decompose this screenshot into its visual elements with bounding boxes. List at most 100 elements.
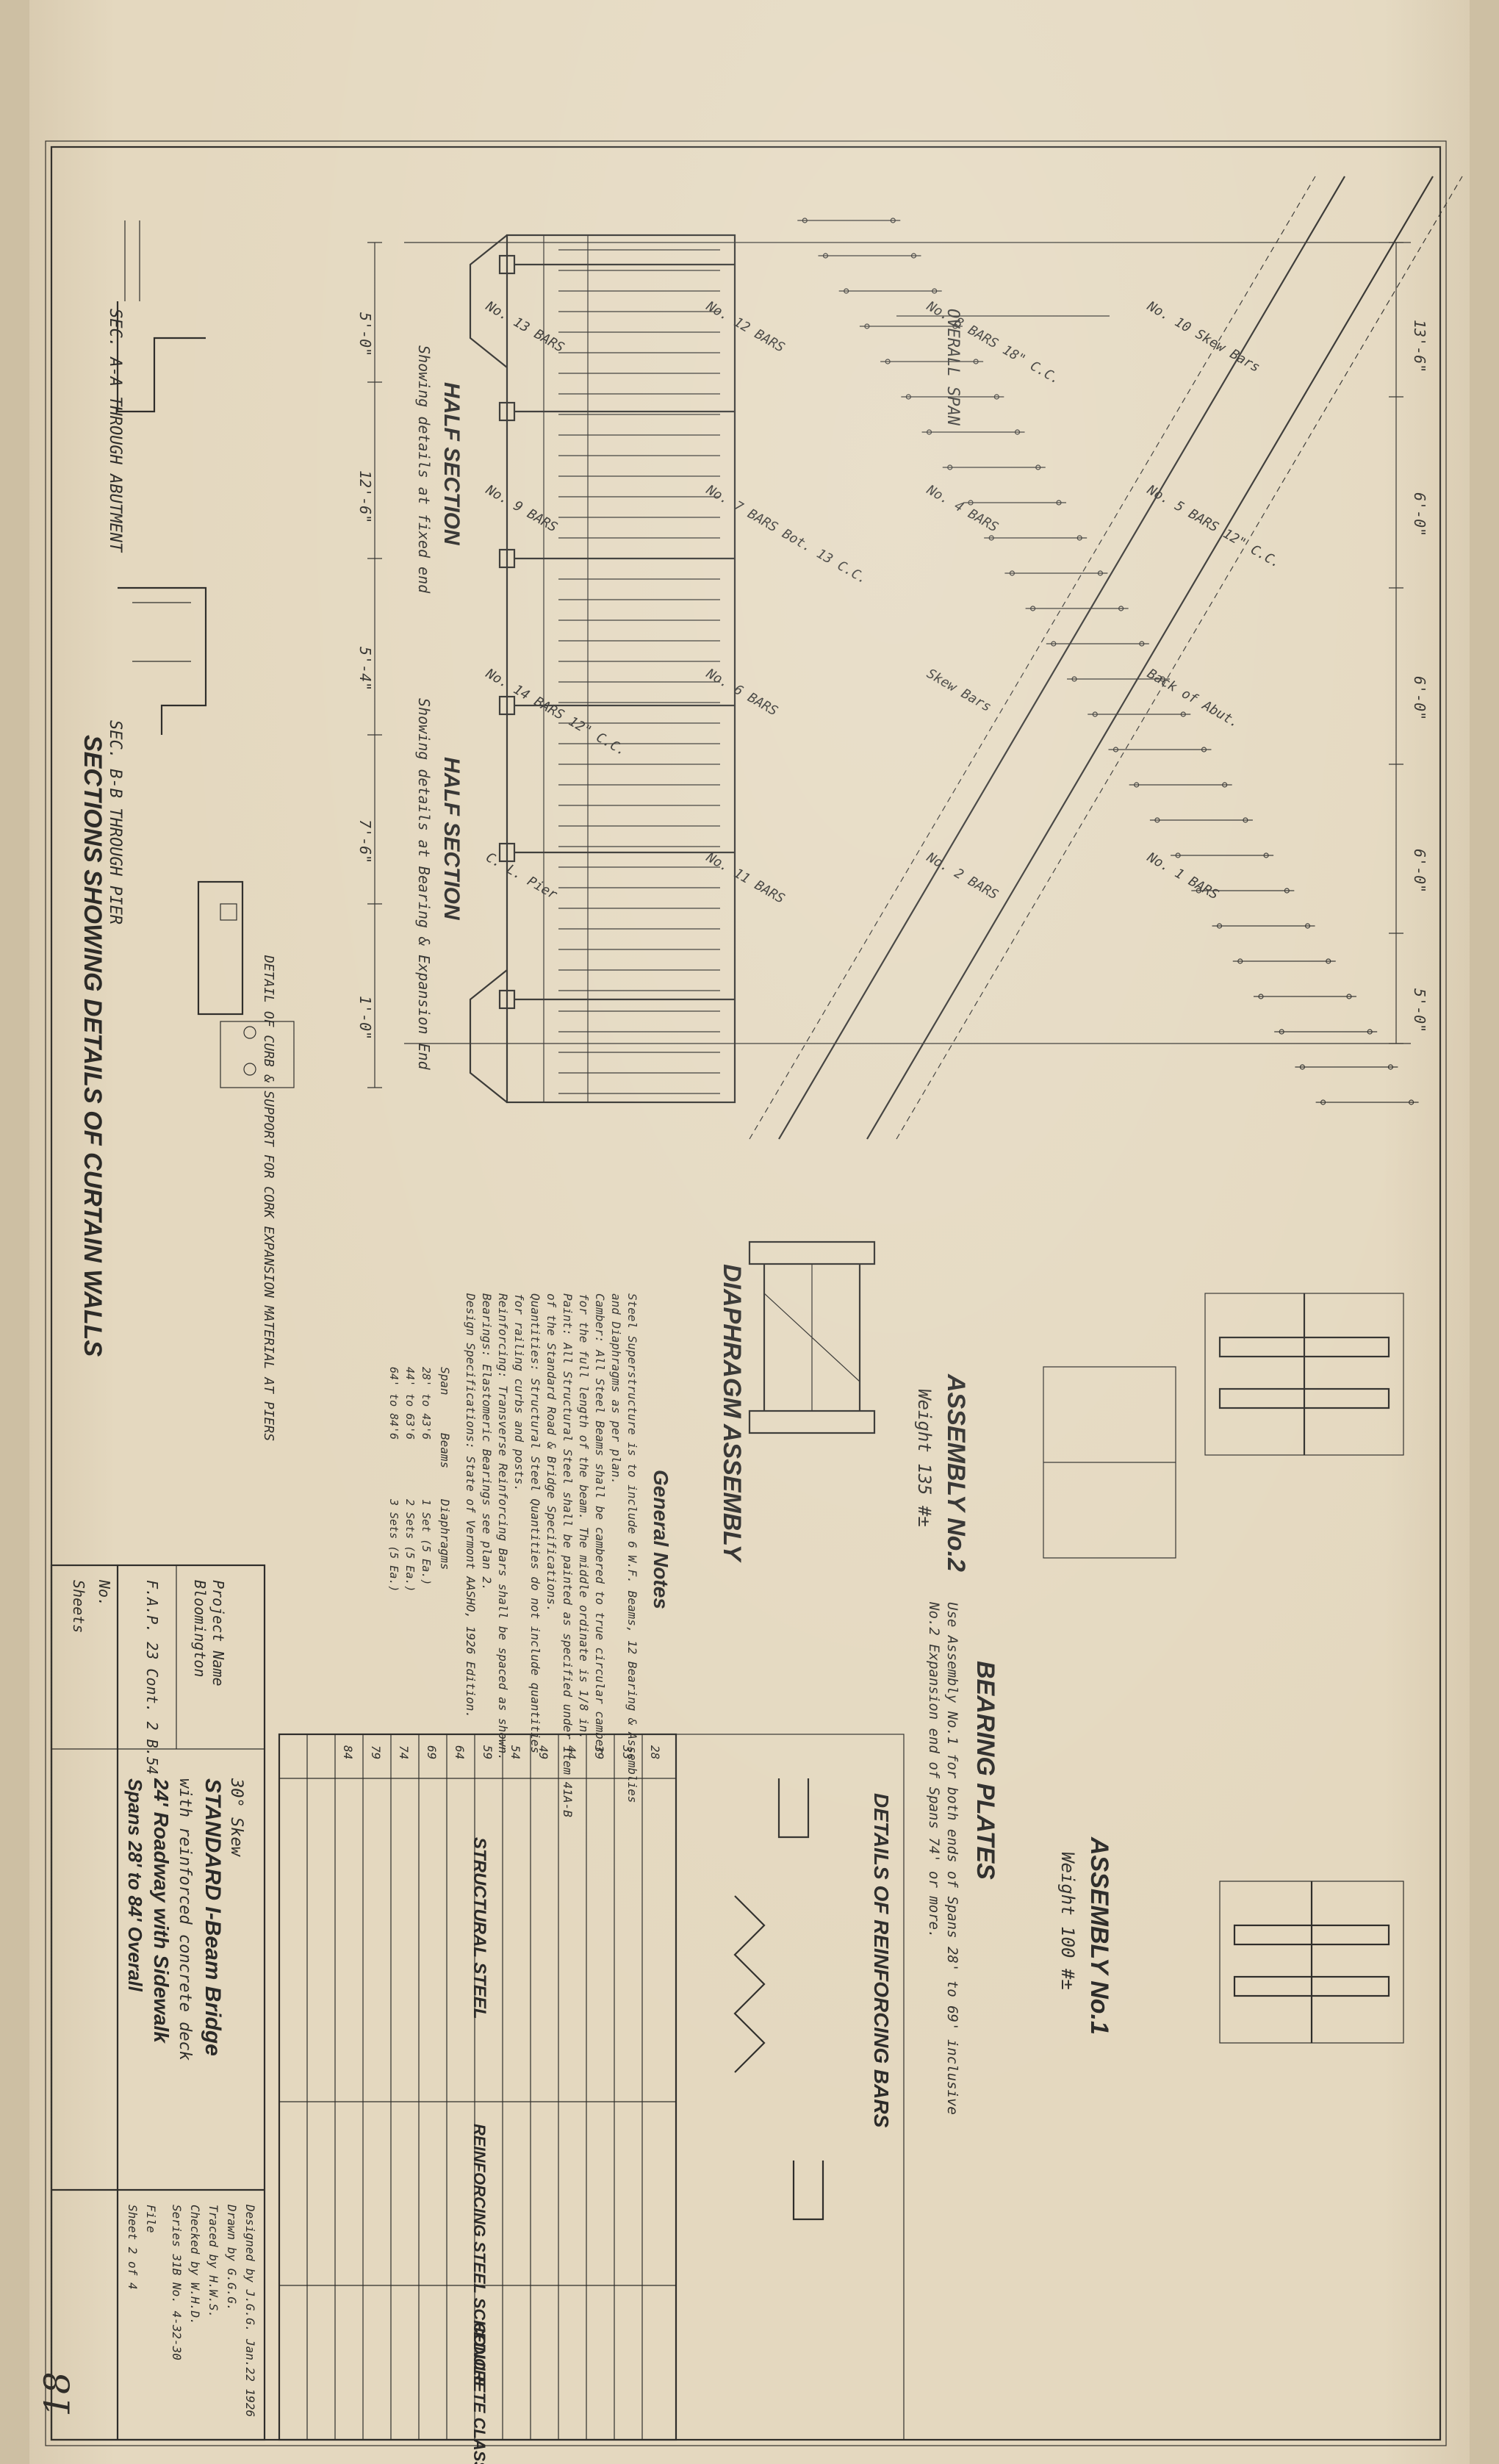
schedule-span-value: 33 [620,1745,634,1759]
checked-by: Checked by W.H.D. [188,2205,202,2325]
sheet-of-label: Sheet 2 of 4 [126,2205,140,2290]
bar-dot [1030,606,1036,611]
bar-dot [1076,535,1082,541]
half-section-right-subtitle: Showing details at Bearing & Expansion E… [415,698,433,1071]
sheet-border-outer [45,140,1447,2446]
bar-dot [1237,958,1243,964]
dimension-text: 12'-6" [356,470,374,523]
bar-dot [1409,1099,1414,1105]
general-note-line: for railing curbs and posts. [512,1293,526,1492]
bar-label: No. 14 BARS 12" C.C. [483,666,629,759]
spans-table-cell: 6 [403,1433,417,1440]
bar-dot [1118,606,1124,611]
bar-label: C. L. Pier [484,850,560,902]
spans-table-header: Beams [438,1433,452,1468]
designed-by: Designed by J.G.G. Jan.22 1926 [243,2204,257,2417]
bar-dot [952,323,958,329]
drawing-subtitle: with reinforced concrete deck [176,1778,194,2061]
bar-label: No. 6 BARS [703,666,780,719]
bar-label: No. 4 BARS [924,482,1001,536]
curtain-wall-sections [116,220,295,1088]
half-sections: 5'-0"12'-6"5'-4"7'-6"1'-0" [356,234,736,1104]
bar-dot [1112,747,1119,753]
bar-dot [1258,994,1264,999]
diaphragm-heading: DIAPHRAGM ASSEMBLY [718,1264,746,1564]
schedule-span-value: 79 [369,1745,383,1759]
title-block [50,1564,266,2441]
federal-project: F.A.P. 23 Cont. 2 B.54 [143,1580,161,1775]
bar-dot [1092,711,1098,717]
concrete-class-heading: CONCRETE CLASS 'A' [470,2322,489,2464]
sheets-label: Sheets [70,1580,87,1633]
bar-dot [802,218,808,223]
general-note-line: and Diaphragms as per plan. [609,1293,623,1484]
bar-label: No. 2 BARS [924,850,1001,903]
bar-dot [844,288,849,294]
bar-dot [1175,852,1181,858]
spans-table-cell: 1 Set (5 Ea.) [420,1499,433,1585]
schedule-span-value: 84 [341,1745,355,1759]
spans-table-cell: 64' to 84' [387,1367,400,1433]
bar-dot [1154,817,1160,823]
dimension-text: 6'-0" [1411,849,1428,893]
skew-label: 30° Skew [227,1778,245,1858]
reinforcing-details-heading: DETAILS OF REINFORCING BARS [870,1793,893,2128]
bar-label: Back of Abut. [1145,666,1243,731]
assembly-2-weight: Weight 135 #± [914,1389,935,1527]
spans-table-cell: 2 Sets (5 Ea.) [403,1499,417,1592]
overall-span-label: OVERALL SPAN [943,309,962,426]
bearing-plates-heading: BEARING PLATES [971,1661,999,1880]
bar-label: No. 10 Skew Bars [1144,298,1263,376]
bar-details-box [675,1734,905,2440]
bar-label: No. 13 BARS [483,298,567,356]
bar-dot [1320,1099,1326,1105]
section-aa-label: SEC. A-A THROUGH ABUTMENT [106,309,124,553]
bar-dot [1056,500,1062,506]
bar-dot [1071,676,1077,682]
bar-label: No. 1 BARS [1144,850,1221,903]
bar-dot [1014,429,1021,435]
spans-table-cell: 6 [420,1433,433,1440]
dimension-text: 5'-0" [1411,988,1428,1032]
spans-table-cell: 28' to 43' [420,1367,433,1433]
bearing-note-1: Use Assembly No.1 for both ends of Spans… [944,1602,960,2115]
reinforcing-schedule-heading: REINFORCING STEEL SCHEDULE [470,2124,489,2388]
bar-dot [1326,958,1331,964]
spans-table-cell: 3 Sets (5 Ea.) [387,1498,400,1592]
roadway-label: 24' Roadway with Sidewalk [150,1778,173,2044]
bar-dot [1035,464,1041,470]
bar-dot [1201,747,1207,753]
half-section-left-title: HALF SECTION [439,382,464,546]
bar-dot [910,253,917,259]
file-label: File [144,2205,158,2233]
dimension-text: 5'-0" [356,312,374,356]
schedule-span-value: 44 [564,1745,578,1759]
general-note-line: Paint: All Structural Steel shall be pai… [561,1293,575,1817]
sheet-number: 18 [37,2371,79,2417]
bearing-assembly-2 [1043,1293,1404,1559]
bar-dot [890,218,896,223]
section-bb-label: SEC. B-B THROUGH PIER [106,720,124,924]
bar-label: Skew Bars [924,666,994,715]
bar-dot [1299,1064,1305,1070]
bar-dot [1284,888,1290,894]
bar-label: No. 12 BARS [703,298,788,356]
bar-dot [926,429,932,435]
diaphragm-drawing [748,1240,876,1434]
bar-dot [932,288,938,294]
bearing-assembly-1 [1219,1881,1404,2044]
half-section-left-subtitle: Showing details at fixed end [415,345,433,594]
dimension-text: 6'-0" [1411,492,1428,536]
schedule-span-value: 54 [508,1745,522,1759]
bar-dot [968,500,974,506]
bar-dot [1134,782,1140,788]
general-note-line: for the full length of the beam. The mid… [577,1293,591,1739]
bar-label: No. 5 BARS 12" C.C. [1144,482,1284,572]
general-notes: Steel Superstructure is to include 6 W.F… [464,1293,639,1817]
bar-dot [1051,641,1057,647]
general-note-line: of the Standard Road & Bridge Specificat… [544,1293,558,1612]
bar-dot [993,394,999,400]
bar-dot [885,359,891,364]
schedule-span-value: 49 [536,1745,550,1759]
